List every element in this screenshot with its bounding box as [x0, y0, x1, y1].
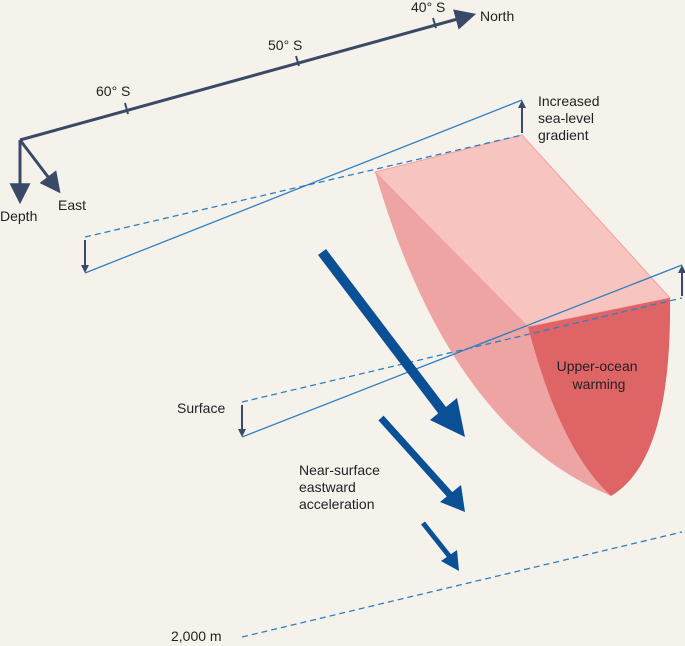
upper-sea-level-surface — [84, 99, 523, 274]
acceleration-label: Near-surface eastward acceleration — [299, 462, 384, 512]
east-label: East — [58, 197, 86, 213]
depth-2000m-line — [241, 531, 683, 638]
east-axis — [18, 139, 61, 194]
warming-label: Upper-ocean warming — [557, 358, 642, 392]
old-sea-level-line-lower — [241, 297, 683, 403]
old-sea-level-line-upper — [84, 134, 523, 238]
eastward-flow-arrows — [318, 248, 465, 571]
depth-label: Depth — [0, 208, 37, 224]
flow-arrow-large — [318, 248, 449, 418]
lat-50-label: 50° S — [268, 37, 302, 53]
lat-60-label: 60° S — [96, 83, 130, 99]
tick-50s — [295, 55, 300, 67]
sea-level-change-arrows — [81, 100, 685, 437]
flow-arrow-small — [421, 521, 452, 559]
tick-60s — [124, 102, 129, 115]
warming-volume-side — [375, 172, 611, 496]
lower-sea-level-surface — [241, 264, 683, 638]
new-sea-level-line-lower — [241, 264, 683, 438]
depth-2000m-label: 2,000 m — [171, 628, 222, 644]
gradient-label: Increased sea-level gradient — [538, 93, 603, 143]
tick-40s — [432, 17, 437, 29]
coordinate-axes — [9, 9, 477, 205]
flow-arrow-medium — [378, 415, 455, 500]
north-label: North — [480, 8, 514, 24]
surface-label: Surface — [177, 400, 225, 416]
north-axis — [19, 9, 477, 142]
lat-40-label: 40° S — [411, 0, 445, 15]
upper-ocean-warming-volume — [374, 134, 671, 496]
warming-volume-front — [528, 298, 671, 496]
